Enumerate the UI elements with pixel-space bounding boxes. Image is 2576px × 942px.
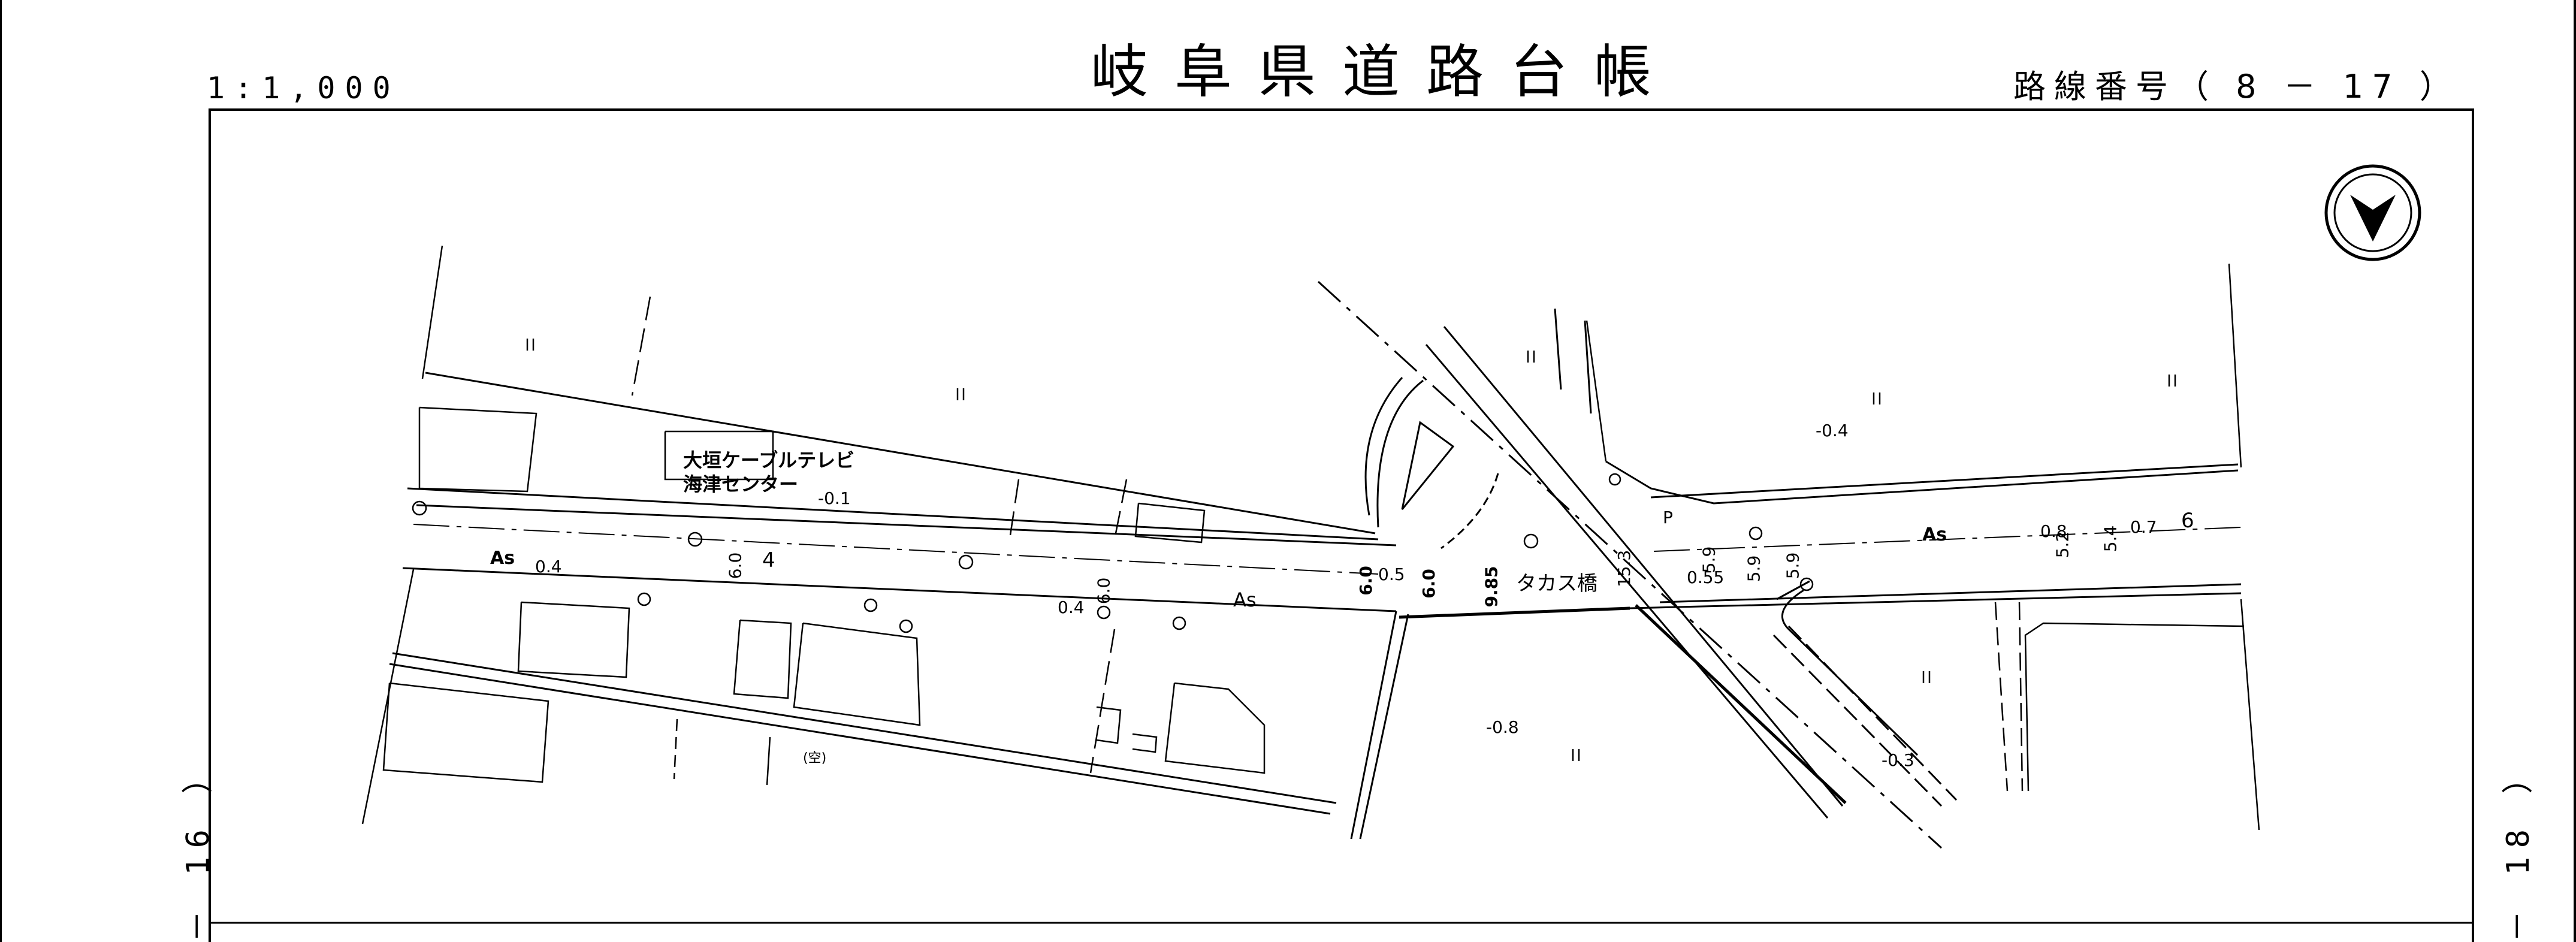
- bridge-label: タカス橋: [1516, 572, 1597, 596]
- utility-marks: [412, 473, 1814, 633]
- width-label: 0.7: [2130, 517, 2157, 537]
- width-label: 15.3: [1614, 550, 1635, 588]
- width-label: 6.0: [1355, 566, 1376, 596]
- facility-label-line2: 海津センター: [683, 473, 799, 496]
- elevation-label: -0.1: [818, 488, 851, 508]
- west-parcels: [361, 245, 1266, 825]
- width-label: 9.85: [1481, 566, 1502, 608]
- pavement-label-west: As: [490, 548, 515, 569]
- width-label: 6.0: [1094, 577, 1114, 605]
- width-label: 0.5: [1378, 564, 1405, 584]
- pavement-label-east: As: [1922, 524, 1947, 545]
- vacant-lot-label: (空): [803, 751, 827, 766]
- river-diagonal: [1317, 280, 1958, 849]
- elevation-label: -0.8: [1486, 717, 1519, 737]
- elevation-label: -0.3: [1882, 750, 1914, 770]
- width-label: 6: [2181, 509, 2194, 533]
- facility-label-line1: 大垣ケーブルテレビ: [683, 449, 855, 472]
- map-frame: [209, 108, 2474, 942]
- north-arrow-icon: [2324, 164, 2421, 261]
- east-parcels: [1586, 263, 2260, 831]
- width-label: 5.4: [2100, 525, 2121, 552]
- width-label: 5.9: [1744, 555, 1764, 582]
- elevation-label: -0.4: [1816, 421, 1849, 440]
- width-label: 5.9: [1783, 552, 1803, 579]
- width-label: 6.0: [725, 552, 745, 579]
- width-label: 6.0: [1418, 569, 1439, 599]
- width-label: 5.9: [1699, 546, 1719, 573]
- width-label: 0.8: [2040, 521, 2067, 541]
- west-road: [389, 372, 1397, 815]
- route-number-label: 路線番号（ 8 － 17 ）: [2013, 68, 2460, 105]
- elevation-label: 0.4: [535, 557, 562, 576]
- width-label: 4: [762, 548, 775, 572]
- pavement-label-center: As: [1233, 588, 1257, 611]
- parking-mark: P: [1663, 508, 1673, 527]
- elevation-label: 0.4: [1058, 597, 1085, 617]
- page-title: 岐阜県道路台帳: [1091, 38, 1678, 105]
- ditto-marks: [526, 339, 2176, 761]
- east-road: [1605, 460, 2242, 756]
- central-intersection: [1350, 308, 1630, 840]
- scale-label: 1:1,000: [207, 71, 400, 105]
- width-label: 0.55: [1687, 567, 1725, 587]
